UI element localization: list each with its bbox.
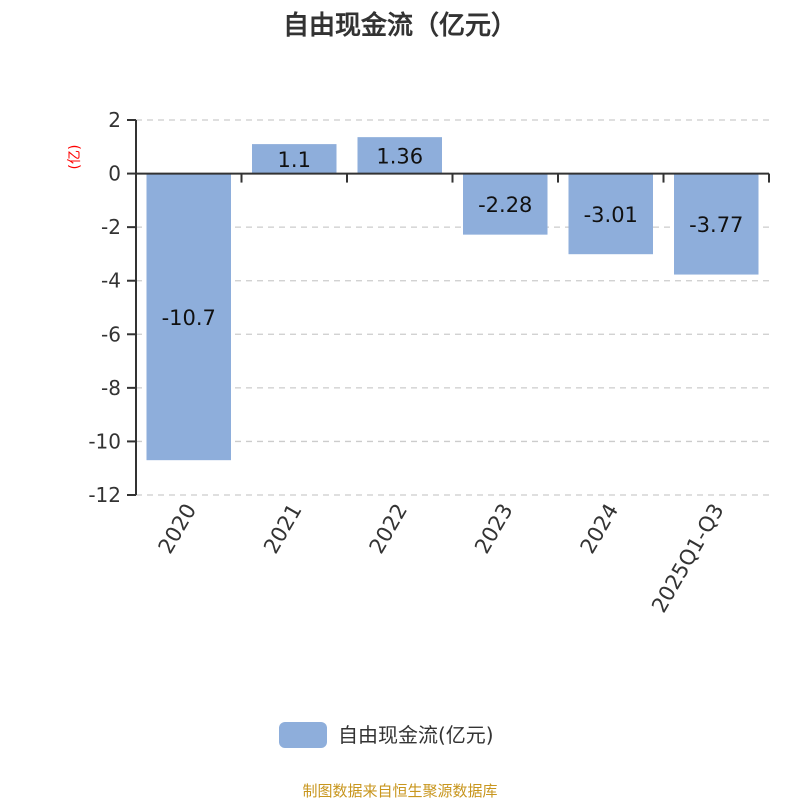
x-tick-label-2024: 2024 (576, 500, 624, 558)
bar-2022 (357, 137, 442, 174)
data-label-2021: 1.1 (278, 148, 311, 172)
legend[interactable]: 自由现金流(亿元) (279, 722, 494, 748)
legend-swatch (279, 722, 327, 748)
y-tick-label: -12 (88, 483, 121, 507)
y-tick-label: 2 (108, 108, 121, 132)
bar-2025Q1-Q3 (674, 173, 759, 275)
x-tick-label-2021: 2021 (259, 500, 307, 558)
y-tick-label: -4 (101, 269, 121, 293)
x-tick-label-2025Q1-Q3: 2025Q1-Q3 (647, 500, 729, 617)
y-tick-label: -8 (101, 376, 121, 400)
chart-title: 自由现金流（亿元） (283, 10, 517, 41)
data-labels: -10.7 1.1 1.36 -2.28 -3.01 -3.77 (162, 144, 744, 330)
data-label-2020: -10.7 (162, 306, 216, 330)
legend-label: 自由现金流(亿元) (338, 723, 494, 747)
footer-source: 制图数据来自恒生聚源数据库 (302, 782, 497, 800)
data-label-2025Q1-Q3: -3.77 (689, 213, 743, 237)
data-label-2024: -3.01 (584, 203, 638, 227)
bar-2024 (568, 173, 653, 255)
bar-2023 (463, 173, 548, 235)
bar-2021 (252, 144, 337, 174)
x-tick-label-2022: 2022 (365, 500, 413, 558)
x-tick-label-2020: 2020 (154, 500, 202, 558)
data-label-2023: -2.28 (478, 193, 532, 217)
x-tick-label-2023: 2023 (470, 500, 518, 558)
y-tick-label: -10 (88, 429, 121, 453)
bars (146, 137, 759, 461)
y-tick-label: -6 (101, 322, 121, 346)
y-tick-label: -2 (101, 215, 121, 239)
bar-2020 (146, 173, 231, 461)
y-axis-label: (亿) (67, 145, 83, 170)
y-tick-label: 0 (108, 162, 121, 186)
data-label-2022: 1.36 (376, 144, 423, 168)
